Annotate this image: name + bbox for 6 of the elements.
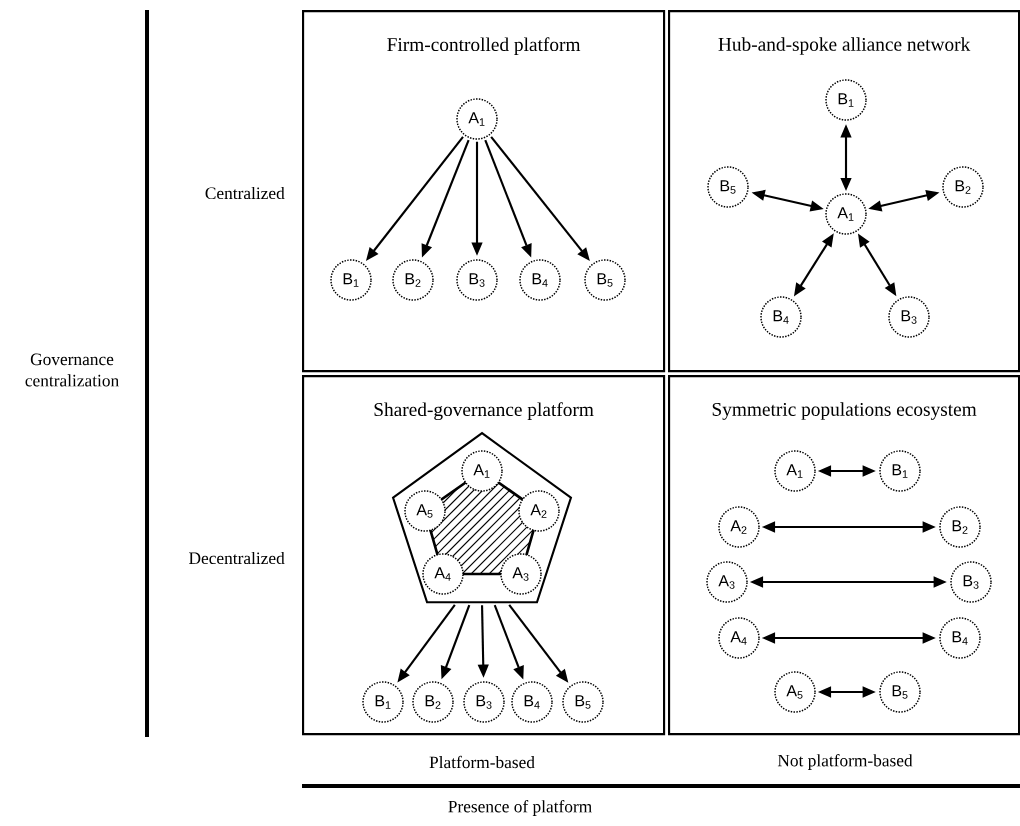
axis-label: Decentralized bbox=[189, 551, 285, 565]
axis-label: Governance centralization bbox=[25, 353, 119, 387]
axis-label: Presence of platform bbox=[448, 800, 592, 816]
axis-label: Centralized bbox=[205, 186, 285, 200]
axis-label: Not platform-based bbox=[777, 754, 913, 770]
axis-label: Platform-based bbox=[429, 755, 535, 769]
